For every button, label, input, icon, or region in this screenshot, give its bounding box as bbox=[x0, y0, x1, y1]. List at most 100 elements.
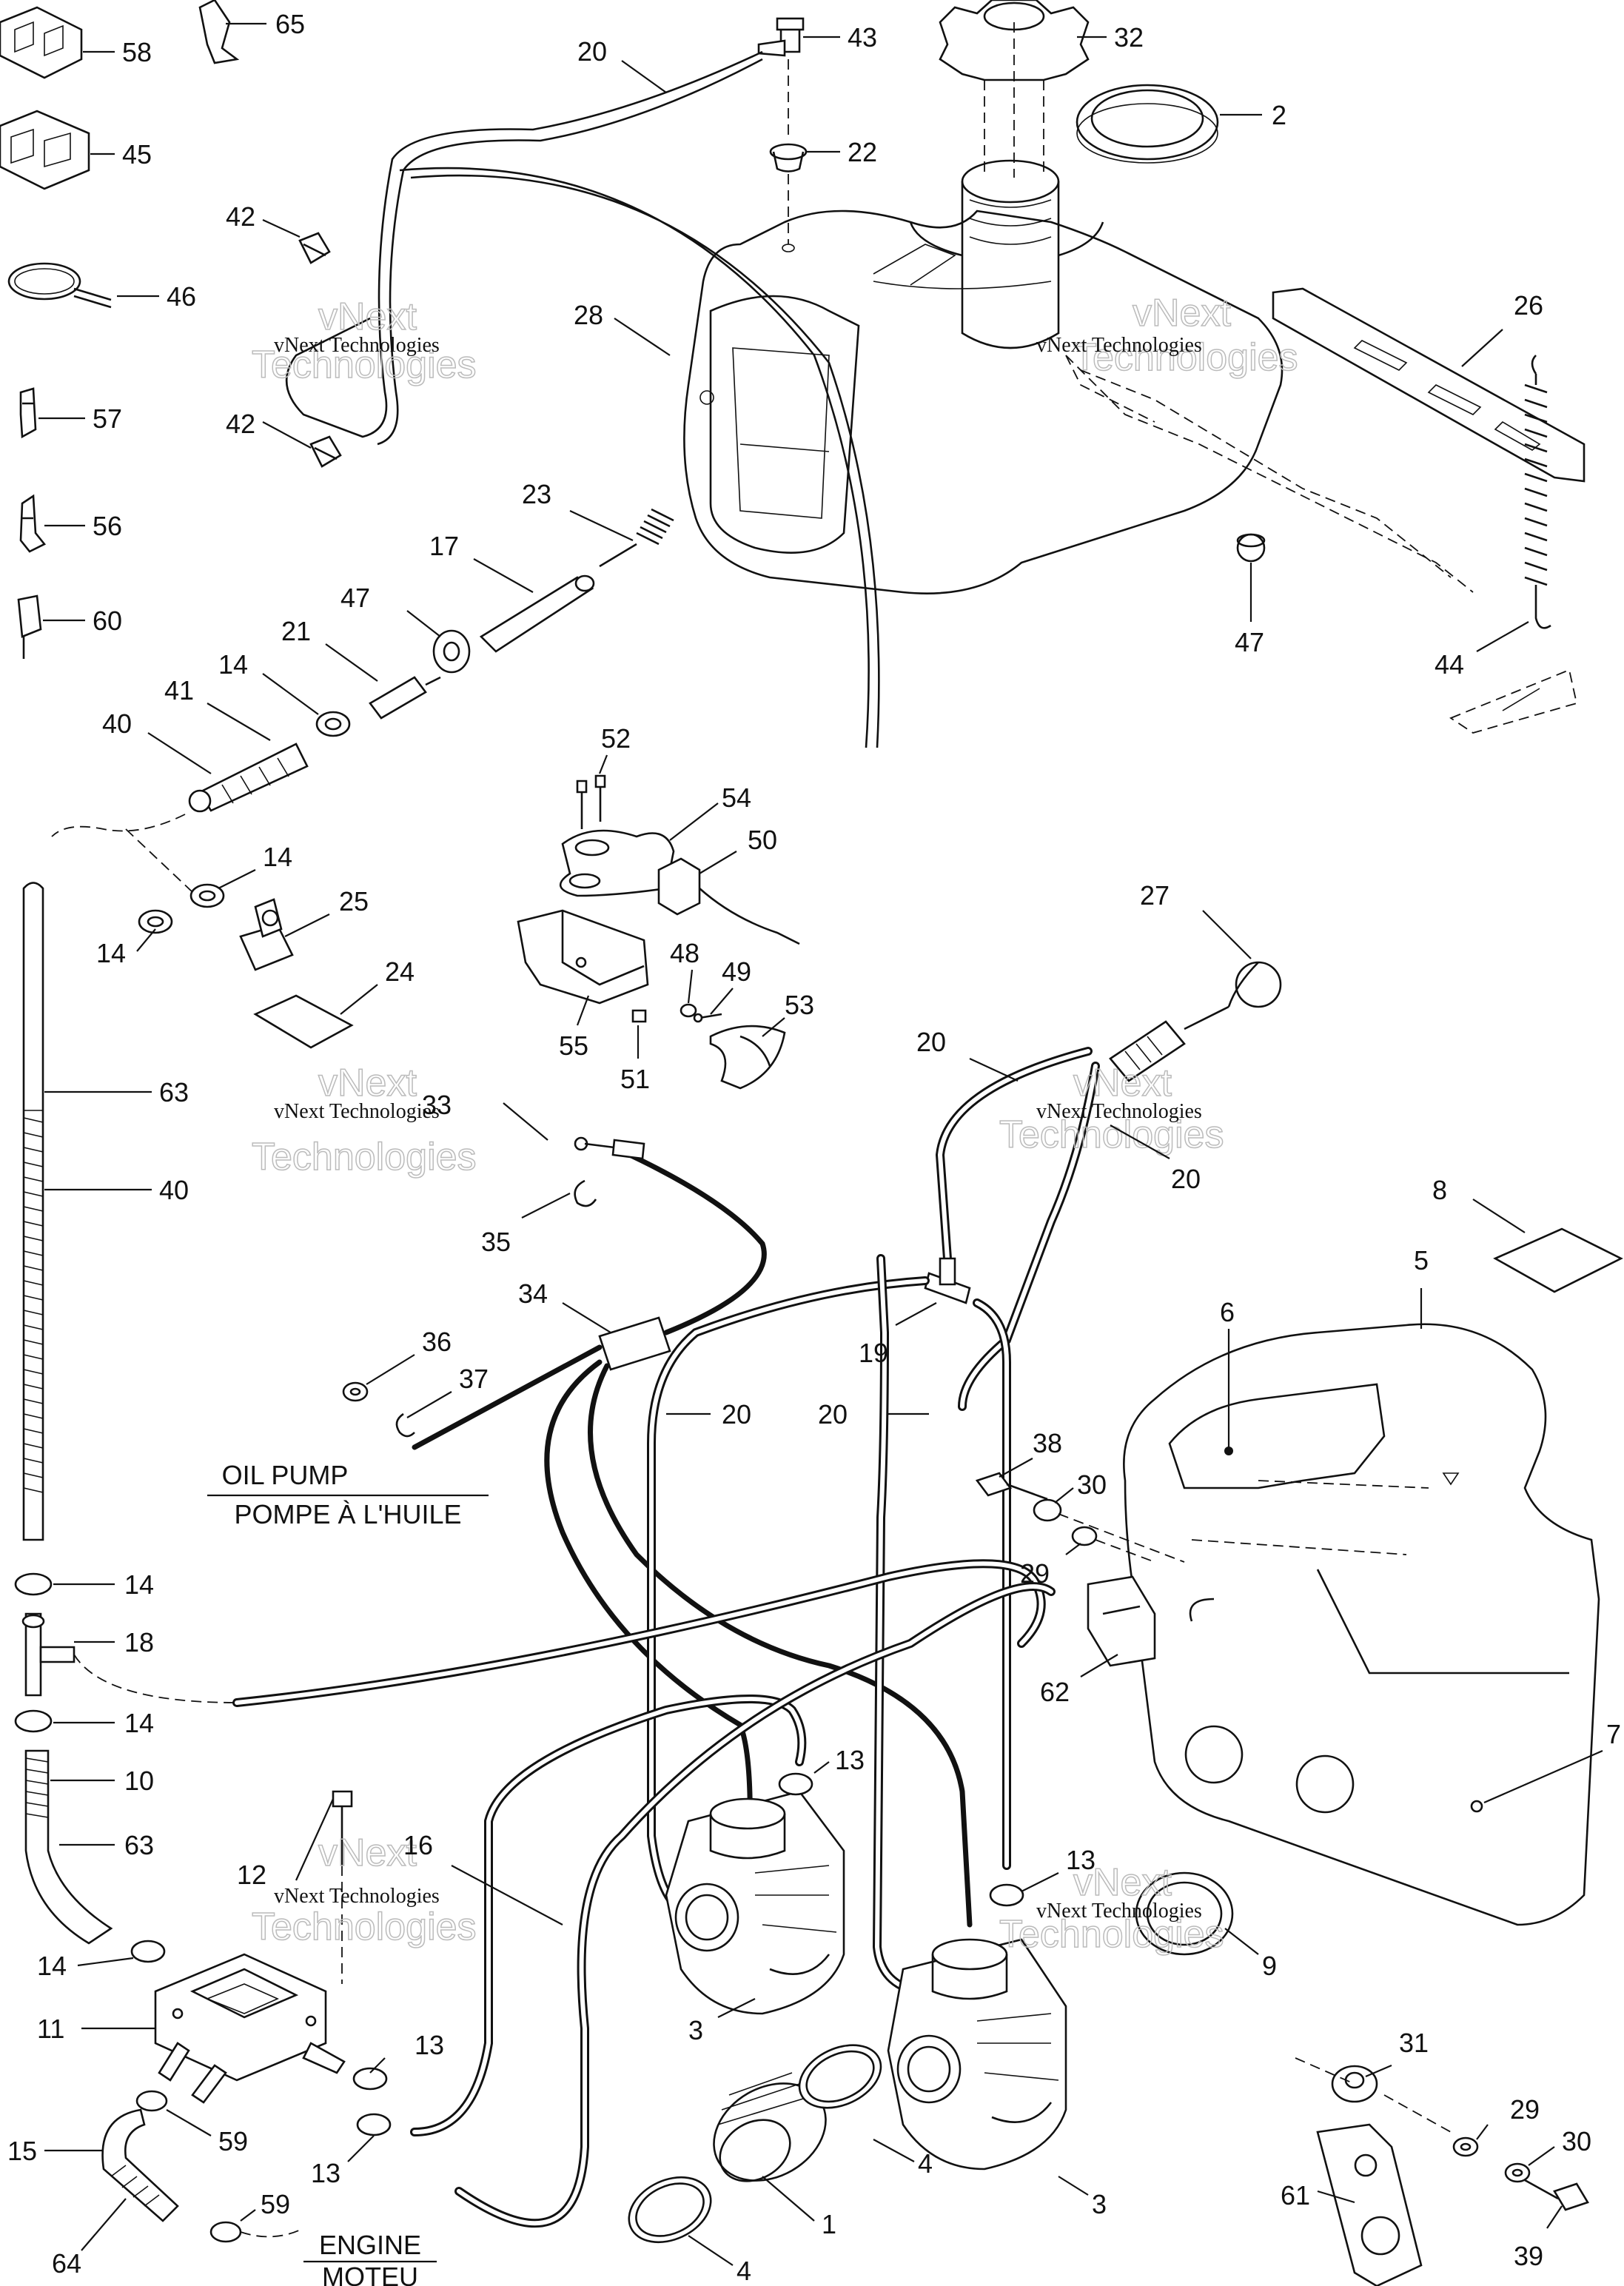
svg-text:24: 24 bbox=[385, 956, 415, 987]
clamp-4-upper bbox=[798, 2044, 882, 2109]
callout-10: 10 bbox=[50, 1766, 154, 1796]
svg-text:35: 35 bbox=[481, 1227, 511, 1257]
adaptor-1 bbox=[713, 2072, 827, 2182]
clamp-14-valve-b bbox=[138, 909, 173, 934]
callout-13-b: 13 bbox=[1021, 1845, 1095, 1892]
callout-14-f: 14 bbox=[37, 1951, 134, 1981]
screw-51 bbox=[631, 1009, 647, 1023]
callout-36: 36 bbox=[366, 1327, 452, 1385]
svg-text:7: 7 bbox=[1606, 1719, 1621, 1749]
svg-text:64: 64 bbox=[52, 2248, 81, 2279]
svg-text:58: 58 bbox=[122, 37, 152, 67]
svg-text:Technologies: Technologies bbox=[999, 1113, 1224, 1156]
hose-10-63 bbox=[24, 1749, 113, 1945]
svg-text:61: 61 bbox=[1281, 2180, 1310, 2210]
callout-30-lower: 30 bbox=[1528, 2126, 1591, 2166]
grommet-22 bbox=[769, 59, 808, 252]
screw-12 bbox=[332, 1790, 353, 1984]
svg-text:20: 20 bbox=[1171, 1164, 1201, 1194]
callout-4-upper: 4 bbox=[873, 2139, 933, 2179]
svg-text:vNext: vNext bbox=[1073, 1861, 1172, 1904]
svg-text:32: 32 bbox=[1114, 22, 1144, 53]
clamp-13-pump-a bbox=[352, 2067, 388, 2091]
svg-text:16: 16 bbox=[403, 1830, 433, 1860]
terminal-57 bbox=[19, 387, 37, 439]
callout-3-right: 3 bbox=[1058, 2176, 1107, 2219]
callout-27: 27 bbox=[1140, 880, 1252, 959]
screw-49 bbox=[693, 1013, 722, 1023]
svg-text:51: 51 bbox=[620, 1064, 650, 1094]
svg-text:Technologies: Technologies bbox=[1073, 336, 1298, 379]
washer-29 bbox=[1452, 2136, 1479, 2157]
svg-text:30: 30 bbox=[1562, 2126, 1591, 2156]
svg-text:6: 6 bbox=[1220, 1297, 1235, 1327]
svg-text:vNext Technologies: vNext Technologies bbox=[274, 1100, 440, 1123]
callout-54: 54 bbox=[669, 782, 751, 841]
svg-text:14: 14 bbox=[96, 938, 126, 968]
watermark-f: Technologies vNext vNext Technologies bbox=[999, 1860, 1224, 1957]
svg-text:27: 27 bbox=[1140, 880, 1170, 911]
connector-58 bbox=[0, 6, 83, 79]
callout-18: 18 bbox=[74, 1627, 154, 1657]
svg-text:POMPE À L'HUILE: POMPE À L'HUILE bbox=[235, 1499, 462, 1529]
svg-text:33: 33 bbox=[422, 1090, 452, 1120]
fuel-valve-25 bbox=[239, 898, 294, 971]
svg-text:40: 40 bbox=[159, 1175, 189, 1205]
callout-46: 46 bbox=[117, 281, 196, 312]
callout-22: 22 bbox=[807, 137, 877, 167]
callout-14-c: 14 bbox=[96, 928, 156, 968]
lever-53 bbox=[709, 1025, 786, 1090]
callout-50: 50 bbox=[699, 825, 777, 874]
svg-text:Technologies: Technologies bbox=[252, 343, 477, 386]
oil-pump-caption: OIL PUMP POMPE À L'HUILE bbox=[207, 1460, 489, 1529]
route-line-engine bbox=[240, 2228, 304, 2238]
callout-47-right: 47 bbox=[1235, 563, 1264, 657]
bracket-54 bbox=[560, 829, 675, 897]
svg-text:34: 34 bbox=[518, 1278, 548, 1309]
hose-15-64 bbox=[101, 2108, 179, 2222]
callout-11: 11 bbox=[37, 2014, 155, 2044]
callout-26: 26 bbox=[1461, 290, 1543, 367]
watermark-a: Technologies vNext vNext Technologies bbox=[1036, 291, 1298, 380]
watermark-d: Technologies vNext vNext Technologies bbox=[999, 1061, 1224, 1157]
svg-text:vNext Technologies: vNext Technologies bbox=[1036, 1100, 1202, 1123]
callout-14-d: 14 bbox=[53, 1569, 154, 1600]
clamp-14-left-a bbox=[14, 1572, 53, 1596]
callout-21: 21 bbox=[281, 616, 378, 682]
svg-text:38: 38 bbox=[1033, 1428, 1062, 1458]
mount-61 bbox=[1316, 2123, 1423, 2286]
cable-tie-46 bbox=[7, 262, 112, 309]
callout-17: 17 bbox=[429, 531, 534, 593]
svg-text:48: 48 bbox=[670, 938, 699, 968]
svg-text:14: 14 bbox=[218, 649, 248, 680]
svg-text:13: 13 bbox=[415, 2030, 444, 2060]
callout-20-mid-right: 20 bbox=[1110, 1124, 1201, 1194]
screws-52 bbox=[576, 774, 606, 829]
clamp-13-carb-b bbox=[989, 1883, 1024, 1907]
oil-pump-cable-34 bbox=[412, 1148, 973, 1928]
svg-text:29: 29 bbox=[1020, 1558, 1050, 1589]
callout-29-lower: 29 bbox=[1476, 2094, 1540, 2140]
svg-text:15: 15 bbox=[7, 2136, 37, 2166]
callout-64: 64 bbox=[52, 2198, 127, 2279]
ring-9 bbox=[1135, 1871, 1234, 1956]
grommet-31 bbox=[1295, 2057, 1452, 2133]
route-line-40 bbox=[51, 814, 193, 893]
svg-text:45: 45 bbox=[122, 139, 152, 170]
callout-40-mid: 40 bbox=[44, 1175, 189, 1205]
callout-14-a: 14 bbox=[218, 649, 319, 715]
svg-text:60: 60 bbox=[93, 606, 122, 636]
svg-text:4: 4 bbox=[736, 2256, 751, 2286]
terminal-56 bbox=[19, 494, 47, 553]
callout-63-low: 63 bbox=[59, 1830, 154, 1860]
svg-text:20: 20 bbox=[818, 1399, 848, 1429]
callout-65: 65 bbox=[226, 9, 305, 39]
connector-45 bbox=[0, 110, 90, 190]
svg-text:65: 65 bbox=[275, 9, 305, 39]
svg-text:31: 31 bbox=[1399, 2028, 1429, 2058]
svg-text:63: 63 bbox=[159, 1077, 189, 1107]
callout-59-lower: 59 bbox=[240, 2189, 290, 2222]
switch-50 bbox=[657, 857, 800, 945]
svg-text:vNext Technologies: vNext Technologies bbox=[1036, 1900, 1202, 1923]
svg-text:42: 42 bbox=[226, 409, 255, 439]
